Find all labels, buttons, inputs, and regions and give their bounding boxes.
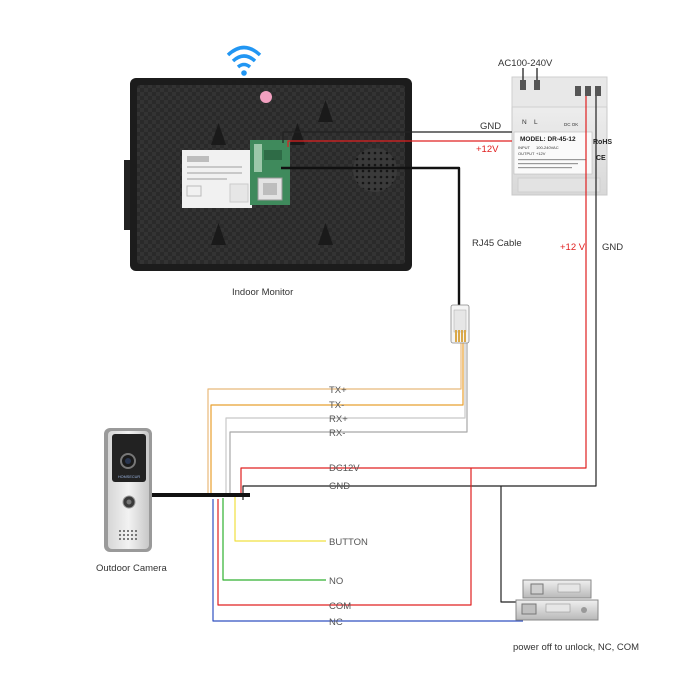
- gnd-lock-label: GND: [602, 242, 623, 253]
- wire-label-dc12v: DC12V: [329, 463, 360, 474]
- wire-label-no: NO: [329, 576, 343, 587]
- psu-model: MODEL: DR-45-12: [520, 136, 576, 143]
- psu-input-value: 100-240VAC: [536, 145, 559, 150]
- psu-dc-ok: DC OK: [564, 122, 578, 127]
- wire-label-rx-plus: RX+: [329, 414, 348, 425]
- electric-lock: [515, 579, 599, 621]
- ac-input-label: AC100-240V: [498, 58, 553, 69]
- outdoor-camera: HOMSECUR: [104, 428, 152, 552]
- psu-output-label: OUTPUT: [518, 151, 535, 156]
- wire-label-gnd: GND: [329, 481, 350, 492]
- wire-label-tx-plus: TX+: [329, 385, 347, 396]
- status-sticker: [260, 91, 272, 103]
- gnd-monitor-label: GND: [480, 121, 501, 132]
- microphone-holes: [119, 530, 137, 540]
- indoor-monitor-label: Indoor Monitor: [232, 287, 293, 298]
- mounting-holes: [211, 100, 333, 245]
- psu-output-value: +12V: [536, 151, 546, 156]
- v12-monitor-label: +12V: [476, 144, 499, 155]
- v12-lock-label: +12 V: [560, 242, 586, 253]
- wire-label-button: BUTTON: [329, 537, 368, 548]
- psu-terminal-l: L: [534, 119, 538, 126]
- psu-terminal-n: N: [522, 119, 527, 126]
- wire-label-nc: NC: [329, 617, 343, 628]
- psu-input-label: INPUT: [518, 145, 531, 150]
- outdoor-camera-label: Outdoor Camera: [96, 563, 167, 574]
- psu-rohs: RoHS: [593, 139, 612, 146]
- wire-label-rx-minus: RX-: [329, 428, 345, 439]
- speaker-grille: [353, 148, 397, 192]
- wiring: [147, 68, 597, 622]
- lock-note-label: power off to unlock, NC, COM: [513, 642, 639, 653]
- indoor-monitor: [124, 45, 412, 271]
- wire-label-tx-minus: TX-: [329, 400, 344, 411]
- psu-ce-mark: CE: [596, 155, 606, 162]
- rj45-plug: [450, 304, 470, 344]
- wire-label-com: COM: [329, 601, 351, 612]
- rj45-label: RJ45 Cable: [472, 238, 522, 249]
- diagram-labels: AC100-240V GND +12V +12 V GND RJ45 Cable…: [96, 58, 639, 653]
- wifi-icon: [226, 45, 262, 76]
- power-supply: N L DC OK MODEL: DR-45-12 INPUT 100-240V…: [511, 76, 612, 196]
- camera-brand: HOMSECUR: [118, 475, 140, 479]
